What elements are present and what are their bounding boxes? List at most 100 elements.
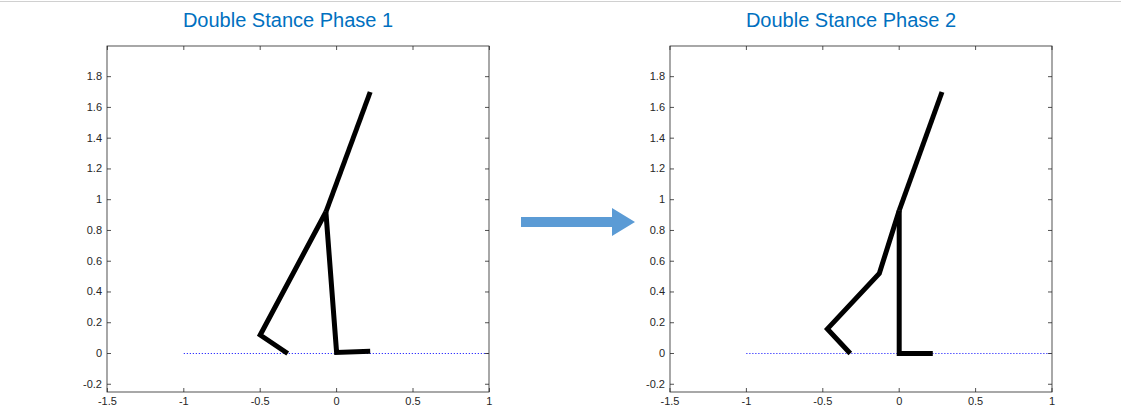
tick-mark [670,76,674,77]
tick-mark [1048,138,1052,139]
axis-tick-label: 0.5 [968,396,983,407]
tick-mark [670,46,671,50]
tick-mark [670,388,671,392]
tick-mark [107,261,111,262]
tick-mark [670,353,674,354]
tick-mark [1052,388,1053,392]
axis-tick-label: 1.2 [87,163,102,174]
tick-mark [670,261,674,262]
tick-mark [107,384,111,385]
tick-mark [485,138,489,139]
tick-mark [670,138,674,139]
tick-mark [899,46,900,50]
axis-tick-label: 1 [96,194,102,205]
axis-tick-label: -0.2 [83,379,102,390]
tick-mark [485,107,489,108]
plot-title: Double Stance Phase 1 [183,10,393,30]
axis-tick-label: 1.4 [87,133,102,144]
axis-tick-label: 0.4 [650,286,665,297]
axis-tick-label: 0.8 [650,225,665,236]
tick-mark [413,388,414,392]
axis-tick-label: -1.5 [661,396,680,407]
tick-mark [485,199,489,200]
rear-leg [827,211,899,354]
tick-mark [413,46,414,50]
axis-tick-label: 0.4 [87,286,102,297]
rear-leg [260,212,326,354]
axis-tick-label: 1.8 [650,71,665,82]
tick-mark [975,46,976,50]
tick-mark [1048,353,1052,354]
tick-mark [746,46,747,50]
tick-mark [1048,322,1052,323]
tick-mark [485,168,489,169]
tick-mark [107,322,111,323]
axis-tick-label: -0.2 [646,379,665,390]
axis-tick-label: 0.6 [650,256,665,267]
axis-tick-label: 1 [1049,396,1055,407]
tick-mark [107,46,108,50]
tick-mark [1048,76,1052,77]
tick-mark [670,107,674,108]
tick-mark [260,46,261,50]
tick-mark [485,76,489,77]
axis-tick-label: 0 [896,396,902,407]
tick-mark [183,46,184,50]
tick-mark [822,388,823,392]
axis-tick-label: 1.4 [650,133,665,144]
tick-mark [485,322,489,323]
axis-tick-label: 1 [659,194,665,205]
axis-tick-label: 1.8 [87,71,102,82]
axis-tick-label: -1 [179,396,189,407]
tick-mark [107,138,111,139]
tick-mark [670,230,674,231]
tick-mark [107,291,111,292]
tick-mark [489,46,490,50]
axis-tick-label: 1.2 [650,163,665,174]
axis-tick-label: -1 [742,396,752,407]
axis-tick-label: 1.6 [650,102,665,113]
tick-mark [107,230,111,231]
axes-box [670,46,1052,392]
tick-mark [1048,199,1052,200]
tick-mark [107,168,111,169]
tick-mark [1048,261,1052,262]
tick-mark [260,388,261,392]
tick-mark [485,353,489,354]
front-leg [899,211,933,354]
axes-box [107,46,489,392]
tick-mark [1048,384,1052,385]
tick-mark [183,388,184,392]
axis-tick-label: 0.8 [87,225,102,236]
tick-mark [670,384,674,385]
axis-tick-label: 0.2 [650,317,665,328]
tick-mark [107,199,111,200]
tick-mark [670,199,674,200]
tick-mark [107,353,111,354]
front-leg [326,212,370,352]
tick-mark [489,388,490,392]
tick-mark [1048,230,1052,231]
axis-tick-label: 0 [96,348,102,359]
tick-mark [975,388,976,392]
tick-mark [1048,291,1052,292]
tick-mark [336,46,337,50]
stick-figure [827,92,942,354]
axis-tick-label: 0.5 [405,396,420,407]
tick-mark [670,291,674,292]
axis-tick-label: -0.5 [251,396,270,407]
axis-tick-label: 0 [659,348,665,359]
axis-tick-label: -0.5 [813,396,832,407]
tick-mark [107,107,111,108]
axis-tick-label: 1.6 [87,102,102,113]
axis-tick-label: 0.6 [87,256,102,267]
tick-mark [1048,107,1052,108]
axis-tick-label: 1 [486,396,492,407]
tick-mark [107,76,111,77]
tick-mark [899,388,900,392]
tick-mark [485,230,489,231]
tick-mark [107,388,108,392]
